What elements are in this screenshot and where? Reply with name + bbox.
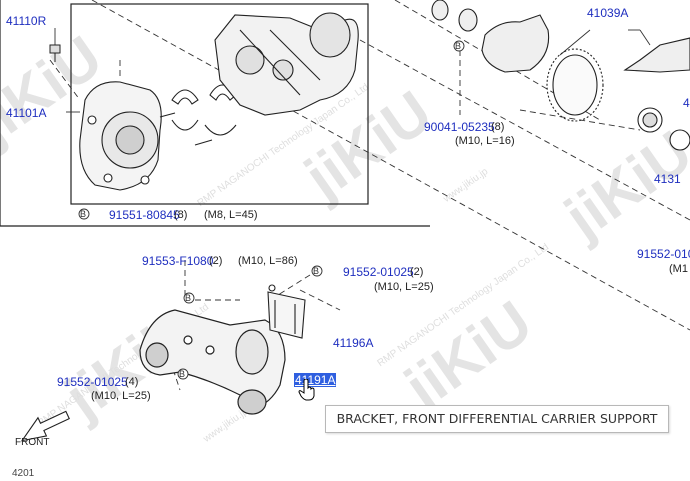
part-spec: (M10, L=25) <box>374 281 434 293</box>
diff-gears <box>431 0 690 151</box>
part-spec: (M1 <box>669 263 688 275</box>
part-link-91552-01025[interactable]: 91552-01025 <box>343 265 414 279</box>
part-spec: (M8, L=45) <box>204 209 258 221</box>
part-qty: (8) <box>491 121 505 133</box>
inner-frame <box>70 3 369 205</box>
part-spec: (M10, L=16) <box>455 135 515 147</box>
drain-plug <box>49 44 61 62</box>
part-link-91551-80845[interactable]: 91551-80845 <box>109 208 180 222</box>
b-marker-label: B <box>185 293 192 303</box>
front-label: FRONT <box>15 437 50 448</box>
part-spec: (M10, L=25) <box>91 390 151 402</box>
part-link-91552-010[interactable]: 91552-010 <box>637 247 690 261</box>
page-code: 4201 <box>12 468 35 479</box>
upper-frame <box>0 0 430 227</box>
b-marker-label: B <box>179 369 186 379</box>
bearing-caps <box>159 84 237 146</box>
part-link-41101a[interactable]: 41101A <box>6 106 47 120</box>
front-bracket <box>139 309 286 415</box>
rear-bracket <box>267 284 306 339</box>
part-link-4131[interactable]: 4131 <box>654 172 681 186</box>
part-link-90041-05235[interactable]: 90041-05235 <box>424 120 495 134</box>
part-link-41110r[interactable]: 41110R <box>6 14 47 28</box>
part-qty: (2) <box>410 266 424 278</box>
b-markers <box>78 40 465 380</box>
b-marker-label: B <box>80 209 87 219</box>
hand-cursor-icon <box>298 379 315 401</box>
part-qty: (2) <box>209 255 223 267</box>
carrier-cover <box>79 81 162 191</box>
part-link-4[interactable]: 4 <box>683 96 690 110</box>
part-qty: (8) <box>174 209 188 221</box>
b-marker-label: B <box>455 41 462 51</box>
part-link-91553-f1080[interactable]: 91553-F1080 <box>142 254 214 268</box>
part-link-41039a[interactable]: 41039A <box>587 6 629 20</box>
leader-lines <box>49 0 690 391</box>
part-qty: (4) <box>125 376 139 388</box>
part-spec: (M10, L=86) <box>238 255 298 267</box>
b-marker-label: B <box>313 266 320 276</box>
front-arrow <box>20 410 70 442</box>
part-link-41196a[interactable]: 41196A <box>333 336 374 350</box>
carrier-body <box>214 12 359 116</box>
part-link-91552-01025[interactable]: 91552-01025 <box>57 375 128 389</box>
part-tooltip: BRACKET, FRONT DIFFERENTIAL CARRIER SUPP… <box>325 405 669 433</box>
